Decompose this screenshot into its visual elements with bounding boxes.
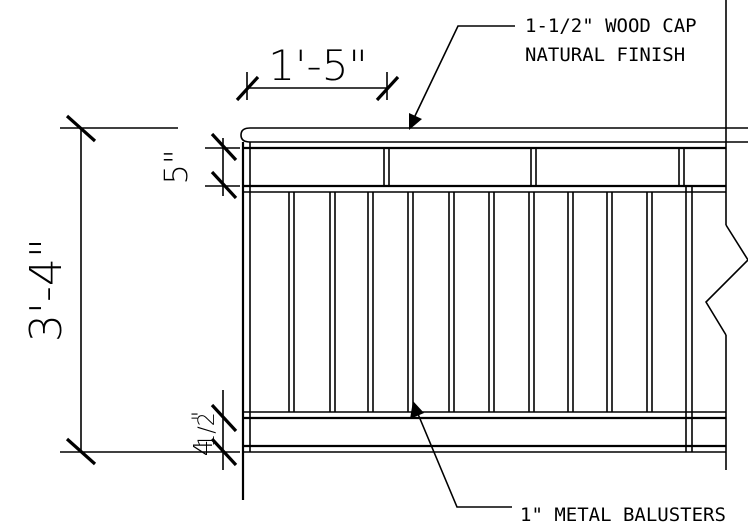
dimension-top-rail-label: 5" (157, 149, 195, 184)
leader-wood-cap (409, 25, 515, 130)
bottom-rail-inch-mark: " (189, 411, 214, 421)
dimension-overall-height-label: 3'-4" (21, 238, 72, 342)
metal-balusters (288, 192, 653, 412)
note-wood-cap-line1: 1-1/2" WOOD CAP (525, 15, 697, 37)
dimension-baluster-spacing: 1'-5" (235, 41, 400, 102)
wood-cap (240, 127, 748, 143)
dimension-top-rail: 5" (157, 132, 240, 200)
dimension-bottom-rail-label: 4 1/2 " (189, 411, 220, 456)
end-post-left (241, 142, 251, 500)
top-rail-dividers (383, 148, 685, 186)
dimension-overall-height: 3'-4" (21, 114, 240, 466)
bottom-rail-whole: 4 (189, 440, 219, 457)
note-wood-cap-line2: NATURAL FINISH (525, 44, 685, 66)
wall-break-line (704, 0, 748, 470)
note-metal-balusters: 1" METAL BALUSTERS (520, 504, 726, 526)
dimension-bottom-rail: 4 1/2 " (189, 390, 238, 470)
top-rail (243, 146, 726, 193)
dimension-baluster-spacing-label: 1'-5" (268, 41, 367, 90)
leader-balusters (410, 401, 512, 508)
bottom-rail (243, 411, 726, 453)
bottom-rail-fraction: 1/2 (195, 412, 220, 447)
end-post-right (685, 186, 693, 452)
